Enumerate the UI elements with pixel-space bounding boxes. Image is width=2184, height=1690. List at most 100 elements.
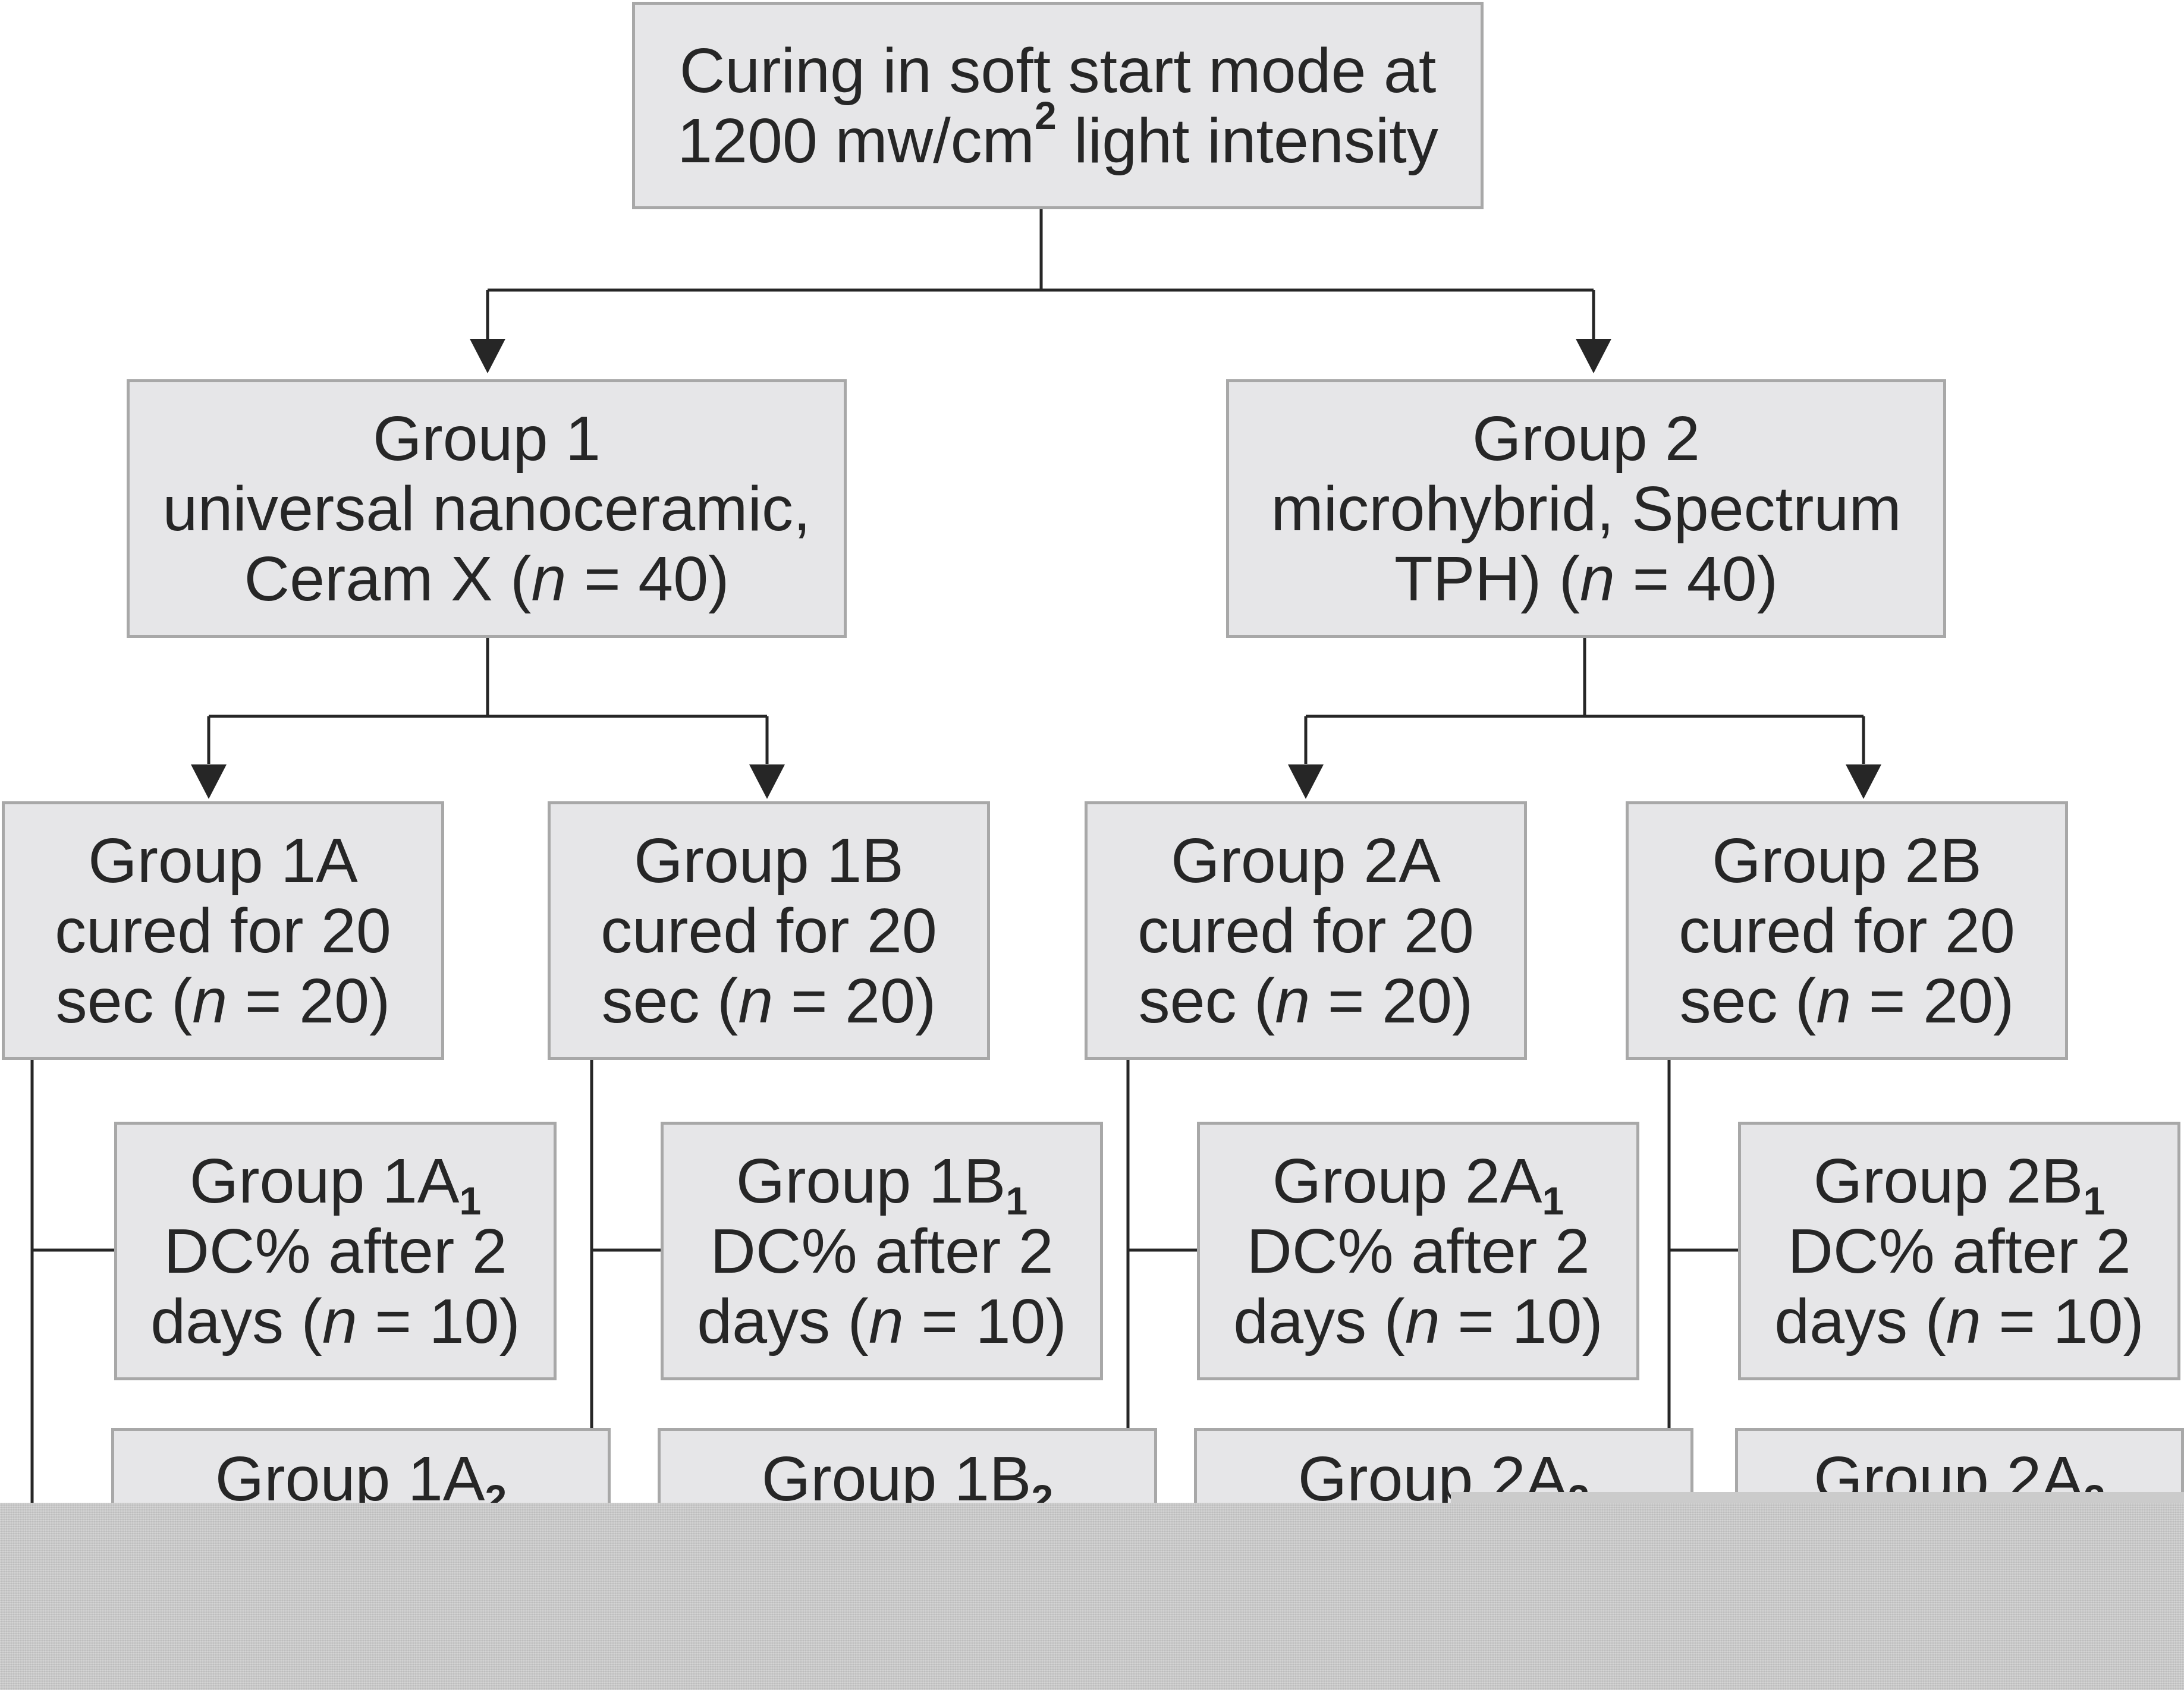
root-line-1: Curing in soft start mode at <box>679 35 1437 106</box>
text-part: sec ( <box>55 965 193 1036</box>
measure-title: Group 1A1 <box>189 1145 481 1220</box>
subgroup-title: Group 2A <box>1171 825 1441 896</box>
n-symbol: n <box>322 1286 357 1357</box>
subscript: 1 <box>1542 1178 1564 1223</box>
n-symbol: n <box>531 543 567 614</box>
subgroup-2A-box: Group 2A cured for 20 sec (n = 20) <box>1085 801 1527 1060</box>
connector-2A-branch <box>1126 1060 1197 1428</box>
text-part: days ( <box>697 1286 869 1357</box>
measure-2A1-box: Group 2A1 DC% after 2 days (n = 10) <box>1197 1122 1639 1380</box>
measure-1A1-box: Group 1A1 DC% after 2 days (n = 10) <box>114 1122 557 1380</box>
subgroup-title: Group 1A <box>88 825 358 896</box>
text-part: = 20) <box>227 965 391 1036</box>
group-material: universal nanoceramic, <box>162 473 811 544</box>
subscript: 1 <box>459 1178 482 1223</box>
measure-title: Group 1A2 <box>215 1444 507 1518</box>
n-symbol: n <box>1275 965 1311 1036</box>
measure-description: DC% after 2 <box>1246 1216 1590 1286</box>
text-part: sec ( <box>601 965 739 1036</box>
text-part: Group 2B <box>1813 1145 2084 1216</box>
text-part: days ( <box>150 1286 322 1357</box>
subgroup-1A-box: Group 1A cured for 20 sec (n = 20) <box>2 801 444 1060</box>
subgroup-cure-time: cured for 20 <box>1679 895 2015 966</box>
text-part: Ceram X ( <box>244 543 532 614</box>
text-part: Group 1B <box>736 1145 1006 1216</box>
text-part: = 20) <box>1310 965 1473 1036</box>
text-part: = 40) <box>566 543 730 614</box>
text-part: sec ( <box>1679 965 1817 1036</box>
subgroup-sample-size: sec (n = 20) <box>1680 966 2015 1036</box>
root-line-2: 1200 mw/cm2 light intensity <box>677 95 1438 176</box>
text-part: = 20) <box>1851 965 2015 1036</box>
root-intensity-value: 1200 mw/cm <box>677 105 1035 176</box>
text-part: Group 1A <box>215 1444 485 1514</box>
subgroup-2B-box: Group 2B cured for 20 sec (n = 20) <box>1626 801 2068 1060</box>
text-part: Group 1A <box>189 1145 460 1216</box>
measure-description: DC% after 2 <box>1787 1216 2131 1286</box>
arrowhead <box>1576 339 1611 373</box>
arrowhead <box>191 764 227 799</box>
measure-title: Group 1B1 <box>736 1145 1027 1220</box>
text-part: sec ( <box>1138 965 1275 1036</box>
subgroup-1B-box: Group 1B cured for 20 sec (n = 20) <box>548 801 990 1060</box>
arrowhead <box>1846 764 1881 799</box>
n-symbol: n <box>192 965 228 1036</box>
measure-title: Group 2B1 <box>1813 1145 2105 1220</box>
arrowhead <box>1288 764 1324 799</box>
text-part: = 10) <box>1981 1286 2144 1357</box>
root-intensity-label: light intensity <box>1056 105 1438 176</box>
group-2-box: Group 2 microhybrid, Spectrum TPH) (n = … <box>1226 379 1946 638</box>
n-symbol: n <box>738 965 774 1036</box>
subgroup-title: Group 2B <box>1712 825 1982 896</box>
subgroup-sample-size: sec (n = 20) <box>56 966 391 1036</box>
subgroup-cure-time: cured for 20 <box>601 895 937 966</box>
n-symbol: n <box>1404 1286 1440 1357</box>
text-part: = 10) <box>357 1286 520 1357</box>
text-part: Group 2A <box>1272 1145 1542 1216</box>
group-title: Group 2 <box>1472 403 1700 474</box>
subscript: 1 <box>1005 1178 1028 1223</box>
subgroup-sample-size: sec (n = 20) <box>1139 966 1473 1036</box>
measure-1B1-box: Group 1B1 DC% after 2 days (n = 10) <box>661 1122 1103 1380</box>
subgroup-cure-time: cured for 20 <box>55 895 391 966</box>
text-part: days ( <box>1233 1286 1405 1357</box>
subgroup-sample-size: sec (n = 20) <box>602 966 937 1036</box>
group-title: Group 1 <box>372 403 601 474</box>
obscured-region <box>0 1503 2184 1690</box>
n-symbol: n <box>1816 965 1852 1036</box>
root-box: Curing in soft start mode at 1200 mw/cm2… <box>632 2 1484 209</box>
group-sample-size: TPH) (n = 40) <box>1394 544 1778 614</box>
connector-1B-branch <box>590 1060 661 1428</box>
measure-description: DC% after 2 <box>710 1216 1054 1286</box>
group-material: microhybrid, Spectrum <box>1271 473 1902 544</box>
connector-group1-to-subgroups <box>207 638 769 764</box>
connector-group2-to-subgroups <box>1304 638 1865 764</box>
subgroup-cure-time: cured for 20 <box>1137 895 1474 966</box>
measure-sample-size: days (n = 10) <box>697 1286 1067 1357</box>
measure-2B1-box: Group 2B1 DC% after 2 days (n = 10) <box>1738 1122 2180 1380</box>
group-sample-size: Ceram X (n = 40) <box>244 544 730 614</box>
text-part: = 20) <box>773 965 937 1036</box>
measure-title: Group 2A1 <box>1272 1145 1564 1220</box>
text-part: = 40) <box>1615 543 1778 614</box>
n-symbol: n <box>868 1286 904 1357</box>
connector-root-to-groups <box>486 209 1595 342</box>
text-part: TPH) ( <box>1394 543 1580 614</box>
text-part: = 10) <box>1440 1286 1603 1357</box>
n-symbol: n <box>1580 543 1615 614</box>
connector-1A-branch <box>30 1060 114 1522</box>
measure-sample-size: days (n = 10) <box>1233 1286 1603 1357</box>
subgroup-title: Group 1B <box>634 825 904 896</box>
connector-2B-branch <box>1667 1060 1738 1428</box>
text-part: Group 1B <box>761 1444 1032 1514</box>
n-symbol: n <box>1946 1286 1981 1357</box>
measure-sample-size: days (n = 10) <box>1774 1286 2144 1357</box>
text-part: = 10) <box>903 1286 1067 1357</box>
group-1-box: Group 1 universal nanoceramic, Ceram X (… <box>127 379 847 638</box>
text-part: days ( <box>1774 1286 1946 1357</box>
measure-description: DC% after 2 <box>164 1216 507 1286</box>
arrowhead <box>470 339 505 373</box>
subscript: 1 <box>2083 1178 2106 1223</box>
arrowhead <box>749 764 785 799</box>
